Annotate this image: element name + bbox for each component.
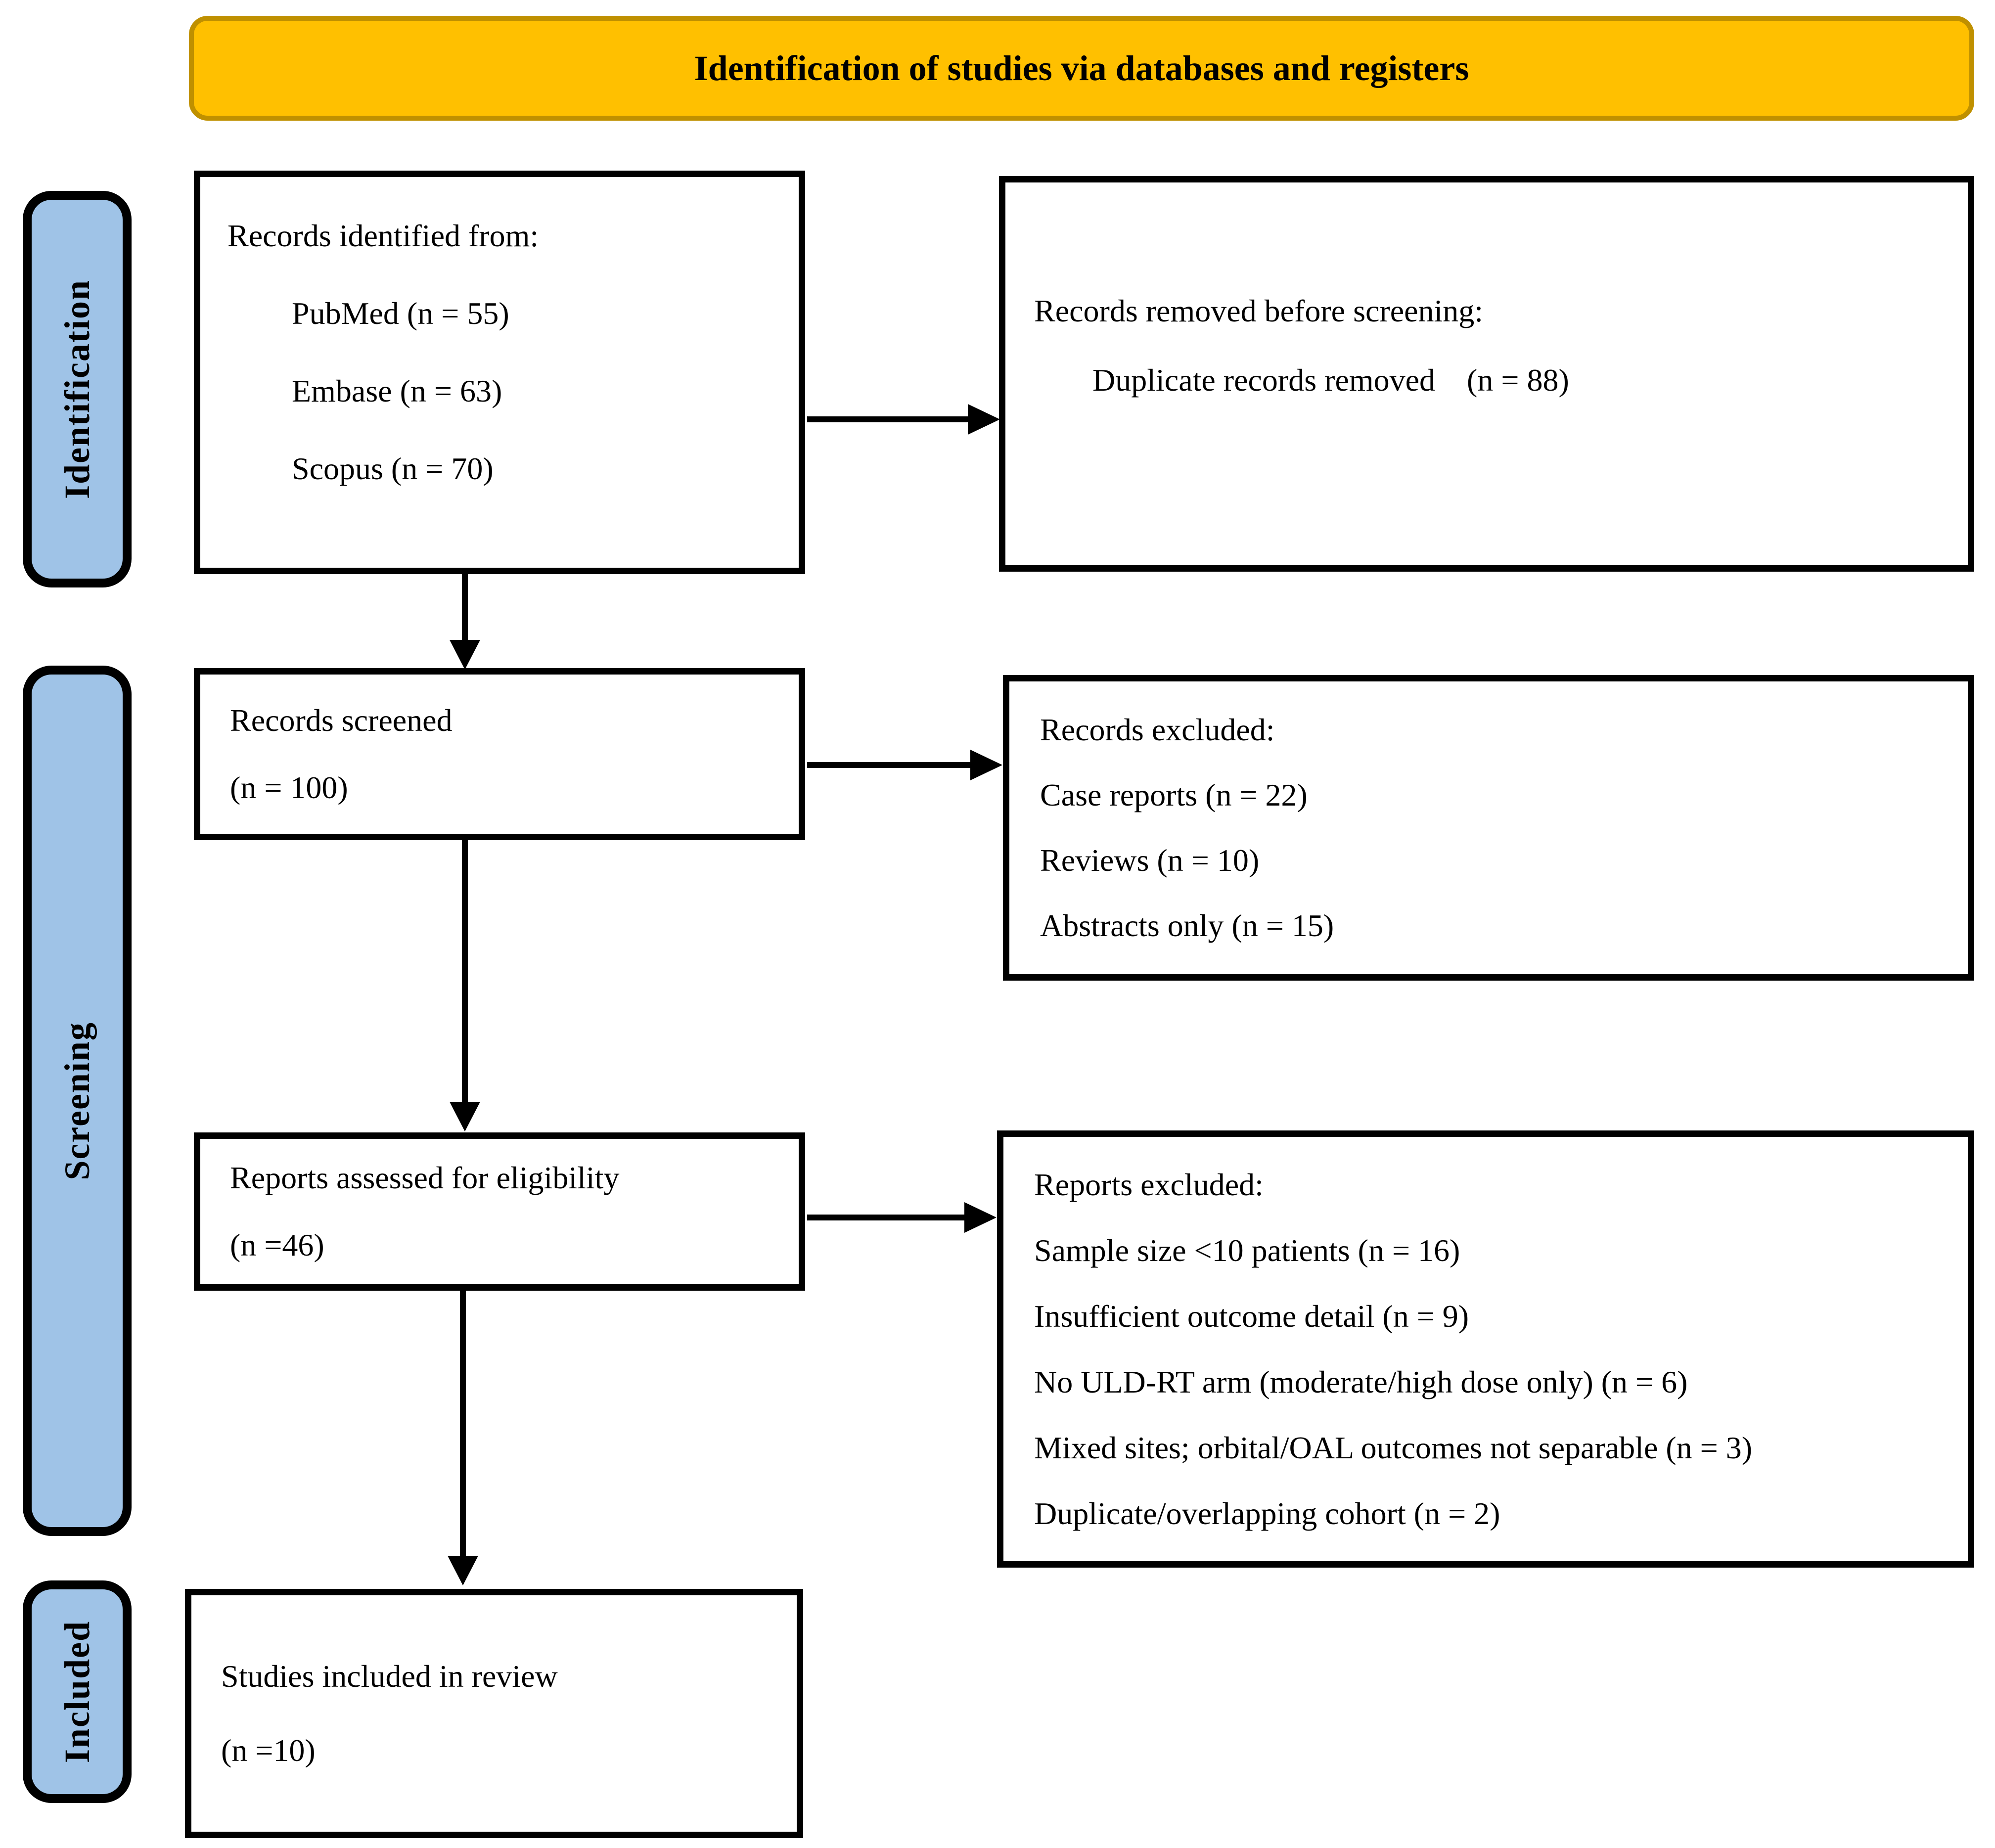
stage-text: Included [57, 1620, 97, 1763]
arrow-identified-to-removed [807, 404, 1000, 435]
box-line: Records screened [230, 703, 453, 738]
arrow-screened-to-excluded [807, 750, 1002, 780]
box-line: (n =46) [230, 1227, 324, 1262]
box-line: Reports assessed for eligibility [230, 1160, 620, 1195]
arrow-screened-to-assessed [450, 840, 480, 1131]
box-item: Mixed sites; orbital/OAL outcomes not se… [1034, 1430, 1753, 1465]
box-item: Reviews (n = 10) [1040, 843, 1260, 878]
flow-title-banner: Identification of studies via databases … [189, 16, 1974, 121]
box-item: No ULD-RT arm (moderate/high dose only) … [1034, 1364, 1688, 1399]
arrow-assessed-to-included [448, 1291, 478, 1585]
box-heading: Records excluded: [1040, 712, 1275, 747]
box-item: Insufficient outcome detail (n = 9) [1034, 1299, 1469, 1334]
box-line: Studies included in review [221, 1659, 558, 1694]
box-records-identified: Records identified from: PubMed (n = 55)… [194, 171, 805, 574]
box-item: Duplicate records removed (n = 88) [1092, 362, 1569, 398]
box-records-removed: Records removed before screening: Duplic… [999, 176, 1974, 572]
stage-label-screening: Screening [23, 666, 132, 1536]
box-heading: Records identified from: [227, 218, 539, 253]
arrow-assessed-to-reports-excluded [807, 1202, 997, 1233]
box-line: (n =10) [221, 1733, 316, 1768]
stage-label-included: Included [23, 1580, 132, 1803]
box-records-screened: Records screened (n = 100) [194, 668, 805, 840]
box-heading: Records removed before screening: [1034, 293, 1484, 328]
box-item: PubMed (n = 55) [292, 296, 509, 331]
box-studies-included: Studies included in review (n =10) [185, 1589, 803, 1838]
stage-text: Screening [57, 1021, 97, 1180]
stage-label-identification: Identification [23, 191, 132, 587]
box-reports-excluded: Reports excluded: Sample size <10 patien… [997, 1130, 1974, 1568]
box-reports-assessed: Reports assessed for eligibility (n =46) [194, 1132, 805, 1291]
flow-title: Identification of studies via databases … [694, 48, 1469, 88]
box-item: Abstracts only (n = 15) [1040, 908, 1334, 943]
box-item: Embase (n = 63) [292, 373, 502, 408]
box-line: (n = 100) [230, 770, 348, 805]
box-item: Scopus (n = 70) [292, 451, 494, 486]
box-item: Sample size <10 patients (n = 16) [1034, 1233, 1460, 1268]
arrow-identified-to-screened [450, 574, 480, 670]
box-item: Case reports (n = 22) [1040, 777, 1308, 812]
stage-text: Identification [57, 279, 97, 499]
box-heading: Reports excluded: [1034, 1167, 1264, 1202]
box-records-excluded: Records excluded: Case reports (n = 22) … [1003, 675, 1974, 981]
box-item: Duplicate/overlapping cohort (n = 2) [1034, 1496, 1500, 1531]
